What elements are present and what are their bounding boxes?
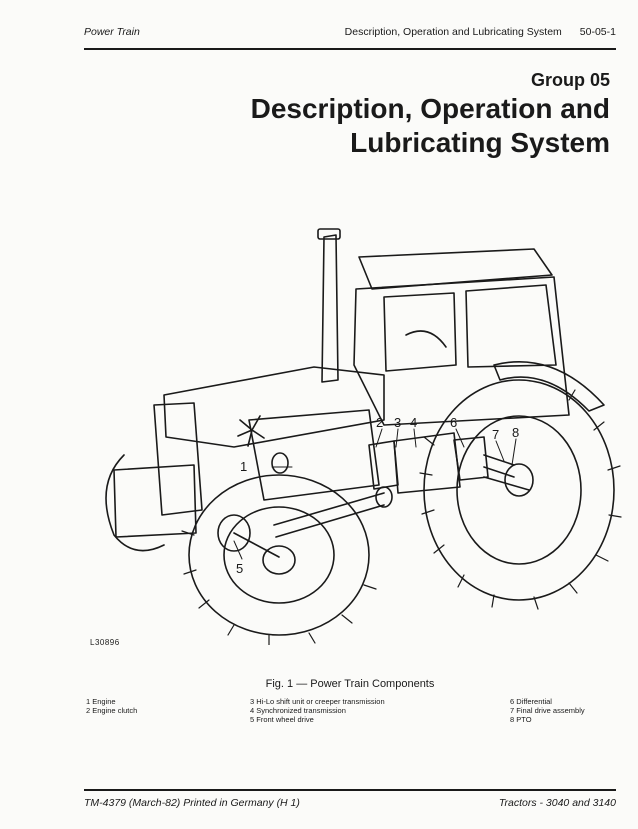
rear-tire-inner <box>456 415 582 565</box>
rear-tread <box>419 389 622 610</box>
legend-column-3: 6 Differential 7 Final drive assembly 8 … <box>510 697 585 724</box>
left-front-tire <box>105 454 165 552</box>
legend-item: 7 Final drive assembly <box>510 706 585 715</box>
leader-4 <box>413 428 417 448</box>
front-drive-joint <box>375 486 393 508</box>
footer-rule <box>84 789 616 791</box>
front-axle-housing <box>217 514 251 552</box>
leader-7 <box>495 440 505 462</box>
running-header-text: Description, Operation and Lubricating S… <box>344 26 562 38</box>
hood <box>163 366 385 448</box>
leader-2 <box>375 428 383 448</box>
front-weights <box>113 464 197 538</box>
figure-id: L30896 <box>90 638 120 647</box>
front-tire-inner <box>223 506 335 604</box>
legend-column-1: 1 Engine 2 Engine clutch <box>86 697 137 715</box>
cab-roof <box>358 248 553 290</box>
header-rule <box>84 48 616 50</box>
page-title-line-2: Lubricating System <box>350 127 610 158</box>
leader-5 <box>233 540 243 560</box>
callout-7: 7 <box>492 427 499 442</box>
cab-window-side <box>465 284 557 368</box>
group-label: Group 05 <box>530 70 610 90</box>
grille <box>153 402 203 516</box>
callout-1: 1 <box>240 459 247 474</box>
page-code: 50-05-1 <box>579 26 616 38</box>
differential-housing <box>453 436 489 481</box>
exhaust-cap <box>317 228 341 240</box>
callout-6: 6 <box>450 415 457 430</box>
cab-window-front <box>383 292 457 372</box>
legend-item: 8 PTO <box>510 715 532 724</box>
rear-fender <box>493 361 605 412</box>
cab-frame <box>353 276 570 426</box>
legend-item: 3 Hi-Lo shift unit or creeper transmissi… <box>250 697 385 706</box>
footer-models: Tractors - 3040 and 3140 <box>498 797 616 809</box>
steering-wheel <box>405 330 447 348</box>
front-tire <box>188 474 370 636</box>
tractor-power-train-illustration: 1 2 3 4 5 6 7 8 <box>84 215 624 645</box>
front-axle <box>233 532 280 558</box>
page-title: Description, Operation and Lubricating S… <box>251 92 610 160</box>
figure-caption: Fig. 1 — Power Train Components <box>265 678 435 690</box>
tractor-drawing: 1 2 3 4 5 6 7 8 <box>105 228 622 645</box>
callout-4: 4 <box>410 415 417 430</box>
legend-item: 1 Engine <box>86 697 116 706</box>
legend-item: 6 Differential <box>510 697 552 706</box>
legend-item: 5 Front wheel drive <box>250 715 314 724</box>
callout-8: 8 <box>512 425 519 440</box>
front-hub <box>262 545 296 575</box>
engine-pulley <box>271 452 289 474</box>
callout-5: 5 <box>236 561 243 576</box>
legend-column-2: 3 Hi-Lo shift unit or creeper transmissi… <box>250 697 385 724</box>
leader-6 <box>455 428 465 448</box>
running-header-section: Power Train <box>84 26 140 38</box>
legend-item: 2 Engine clutch <box>86 706 138 715</box>
legend-item: 4 Synchronized transmission <box>250 706 346 715</box>
pto-shaft <box>483 476 530 491</box>
leader-3 <box>395 428 399 448</box>
exhaust-stack <box>321 234 339 383</box>
rear-hub <box>504 463 534 497</box>
footer-publication: TM-4379 (March-82) Printed in Germany (H… <box>84 797 300 809</box>
leader-8 <box>511 438 517 466</box>
front-drive-shaft <box>273 492 385 538</box>
rear-axle <box>483 454 515 478</box>
transmission-housing <box>393 432 461 494</box>
callout-3: 3 <box>394 415 401 430</box>
engine-block <box>248 409 380 501</box>
engine-fan <box>237 415 265 447</box>
callout-2: 2 <box>376 415 383 430</box>
front-tread <box>181 530 377 645</box>
page-title-line-1: Description, Operation and <box>250 93 610 124</box>
running-header-title: Description, Operation and Lubricating S… <box>345 26 616 38</box>
rear-tire <box>423 379 615 601</box>
